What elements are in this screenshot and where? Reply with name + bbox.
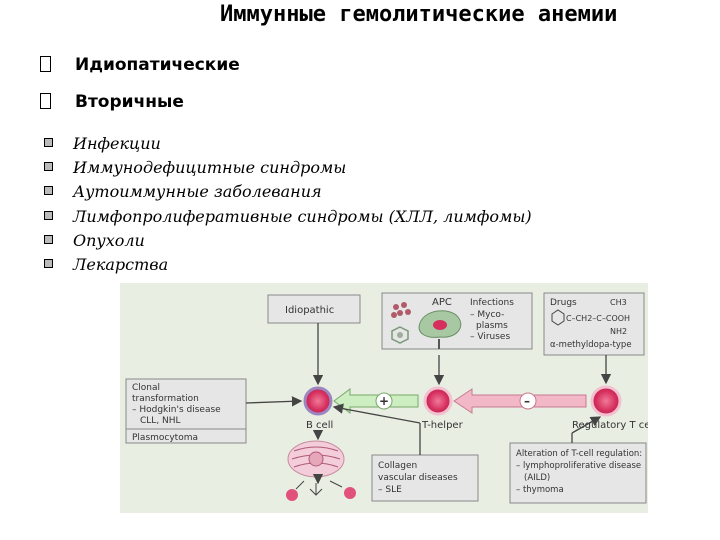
apc-label: APC [432,297,452,308]
bullet-box-icon [40,56,51,72]
bullet-secondary: Вторичные [40,92,184,112]
apc-cell-icon [418,310,462,338]
bullet-label: Вторичные [75,92,184,112]
idiopathic-box [267,294,361,324]
list-item: Инфекции [44,132,532,156]
square-bullet-icon [44,234,53,244]
plasmocytoma-box [125,428,247,444]
plasmocytoma-label: Plasmocytoma [132,433,198,443]
diagram-svg: Idiopathic APC Infections – Myco- plasms… [120,283,648,513]
collagen-box [371,454,479,502]
regulatory-t-cell-label: Regulatory T cell [572,420,648,431]
t-helper-label: T-helper [421,420,464,431]
minus-label: – [524,394,530,408]
alteration-line-3: (AILD) [524,473,550,483]
benzene-ring-icon [551,309,565,326]
plus-arrow: + [333,388,419,414]
list-item: Иммунодефицитные синдромы [44,156,532,180]
square-bullet-icon [44,186,53,196]
clonal-line-1: Clonal [132,383,160,393]
pathogenesis-diagram: Idiopathic APC Infections – Myco- plasms… [120,283,648,513]
alteration-line-1: Alteration of T-cell regulation: [516,449,642,459]
square-bullet-icon [44,210,53,220]
list-item: Опухоли [44,229,532,253]
list-item: Лекарства [44,253,532,277]
bullet-idiopathic: Идиопатические [40,55,240,75]
square-bullet-icon [44,259,53,269]
t-helper-icon [423,386,453,416]
alteration-box [509,442,647,504]
infections-line-2: – Myco- [470,310,504,320]
b-cell-label: B cell [306,420,333,431]
collagen-line-3: – SLE [378,485,402,495]
secondary-causes-list: Инфекции Иммунодефицитные синдромы Аутои… [44,132,532,277]
antibody-rbc-icon [286,480,356,501]
drug-type-label: α-methyldopa-type [550,340,632,350]
clonal-box [125,378,247,430]
b-cell-icon [303,386,333,416]
clonal-line-2: transformation [132,394,199,404]
drugs-label: Drugs [550,298,577,308]
square-bullet-icon [44,138,53,147]
plus-label: + [379,394,389,408]
virus-icon [391,326,409,344]
collagen-line-2: vascular diseases [378,473,458,483]
collagen-line-1: Collagen [378,461,417,471]
infections-line-1: Infections [470,298,514,308]
list-item: Лимфопролиферативные синдромы (ХЛЛ, лимф… [44,205,532,229]
minus-arrow: – [453,388,587,414]
mycoplasma-icon [391,302,411,318]
square-bullet-icon [44,162,53,172]
regulatory-t-cell-icon [590,385,622,417]
alteration-line-2: – lymphoproliferative disease [516,461,641,471]
alteration-line-4: – thymoma [516,485,564,495]
formula-top: CH3 [610,298,627,307]
drugs-box [543,292,645,356]
list-item: Аутоиммунные заболевания [44,180,532,204]
infections-line-4: – Viruses [470,332,510,342]
formula-chain: C–CH2–C–COOH [566,314,630,323]
plasma-cell-icon [287,440,345,478]
clonal-line-3: – Hodgkin's disease [132,405,221,415]
bullet-label: Идиопатические [75,55,240,75]
page-title: Иммунные гемолитические анемии [220,2,618,27]
bullet-box-icon [40,93,51,109]
clonal-line-4: CLL, NHL [140,416,181,426]
infections-line-3: plasms [476,321,508,331]
connector-arrows [245,323,612,485]
formula-bottom: NH2 [610,327,627,336]
idiopathic-label: Idiopathic [285,305,334,316]
